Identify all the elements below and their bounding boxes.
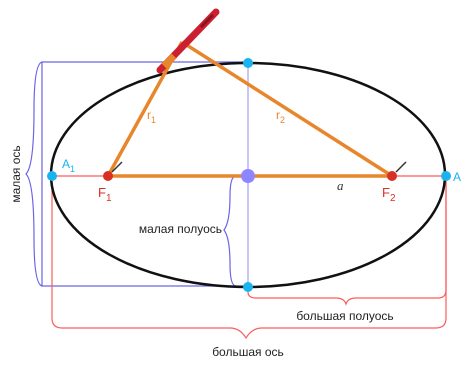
focus-2-point <box>387 171 397 181</box>
focus-1-label: F1 <box>98 185 112 204</box>
vertex-right-label: A <box>453 170 461 184</box>
r1-label: r1 <box>147 108 156 125</box>
major-axis-bracket <box>51 178 447 340</box>
semi-minor-axis-label: малая полуось <box>139 222 222 236</box>
center-point <box>241 169 255 183</box>
semi-minor-axis-bracket <box>223 175 237 287</box>
minor-axis-label: малая ось <box>9 145 23 202</box>
minor-axis-brace <box>25 61 43 287</box>
a-label: a <box>337 178 344 193</box>
minor-axis-bracket <box>41 61 248 287</box>
vertex-left-point <box>47 171 57 181</box>
semi-major-axis-bracket <box>247 180 447 306</box>
radius-r2-line <box>181 40 393 178</box>
pencil-icon <box>156 8 220 74</box>
vertex-right-point <box>441 171 451 181</box>
pin-1-icon <box>111 161 123 173</box>
semi-major-axis-label: большая полуось <box>296 309 393 323</box>
focus-1-point <box>103 171 113 181</box>
co-vertex-top-point <box>243 58 253 68</box>
major-axis-label: большая ось <box>212 345 284 359</box>
focus-2-label: F2 <box>382 185 396 204</box>
co-vertex-bottom-point <box>243 282 253 292</box>
pin-2-icon <box>395 161 407 173</box>
vertex-left-label: A1 <box>62 157 75 174</box>
r2-label: r2 <box>276 108 285 125</box>
